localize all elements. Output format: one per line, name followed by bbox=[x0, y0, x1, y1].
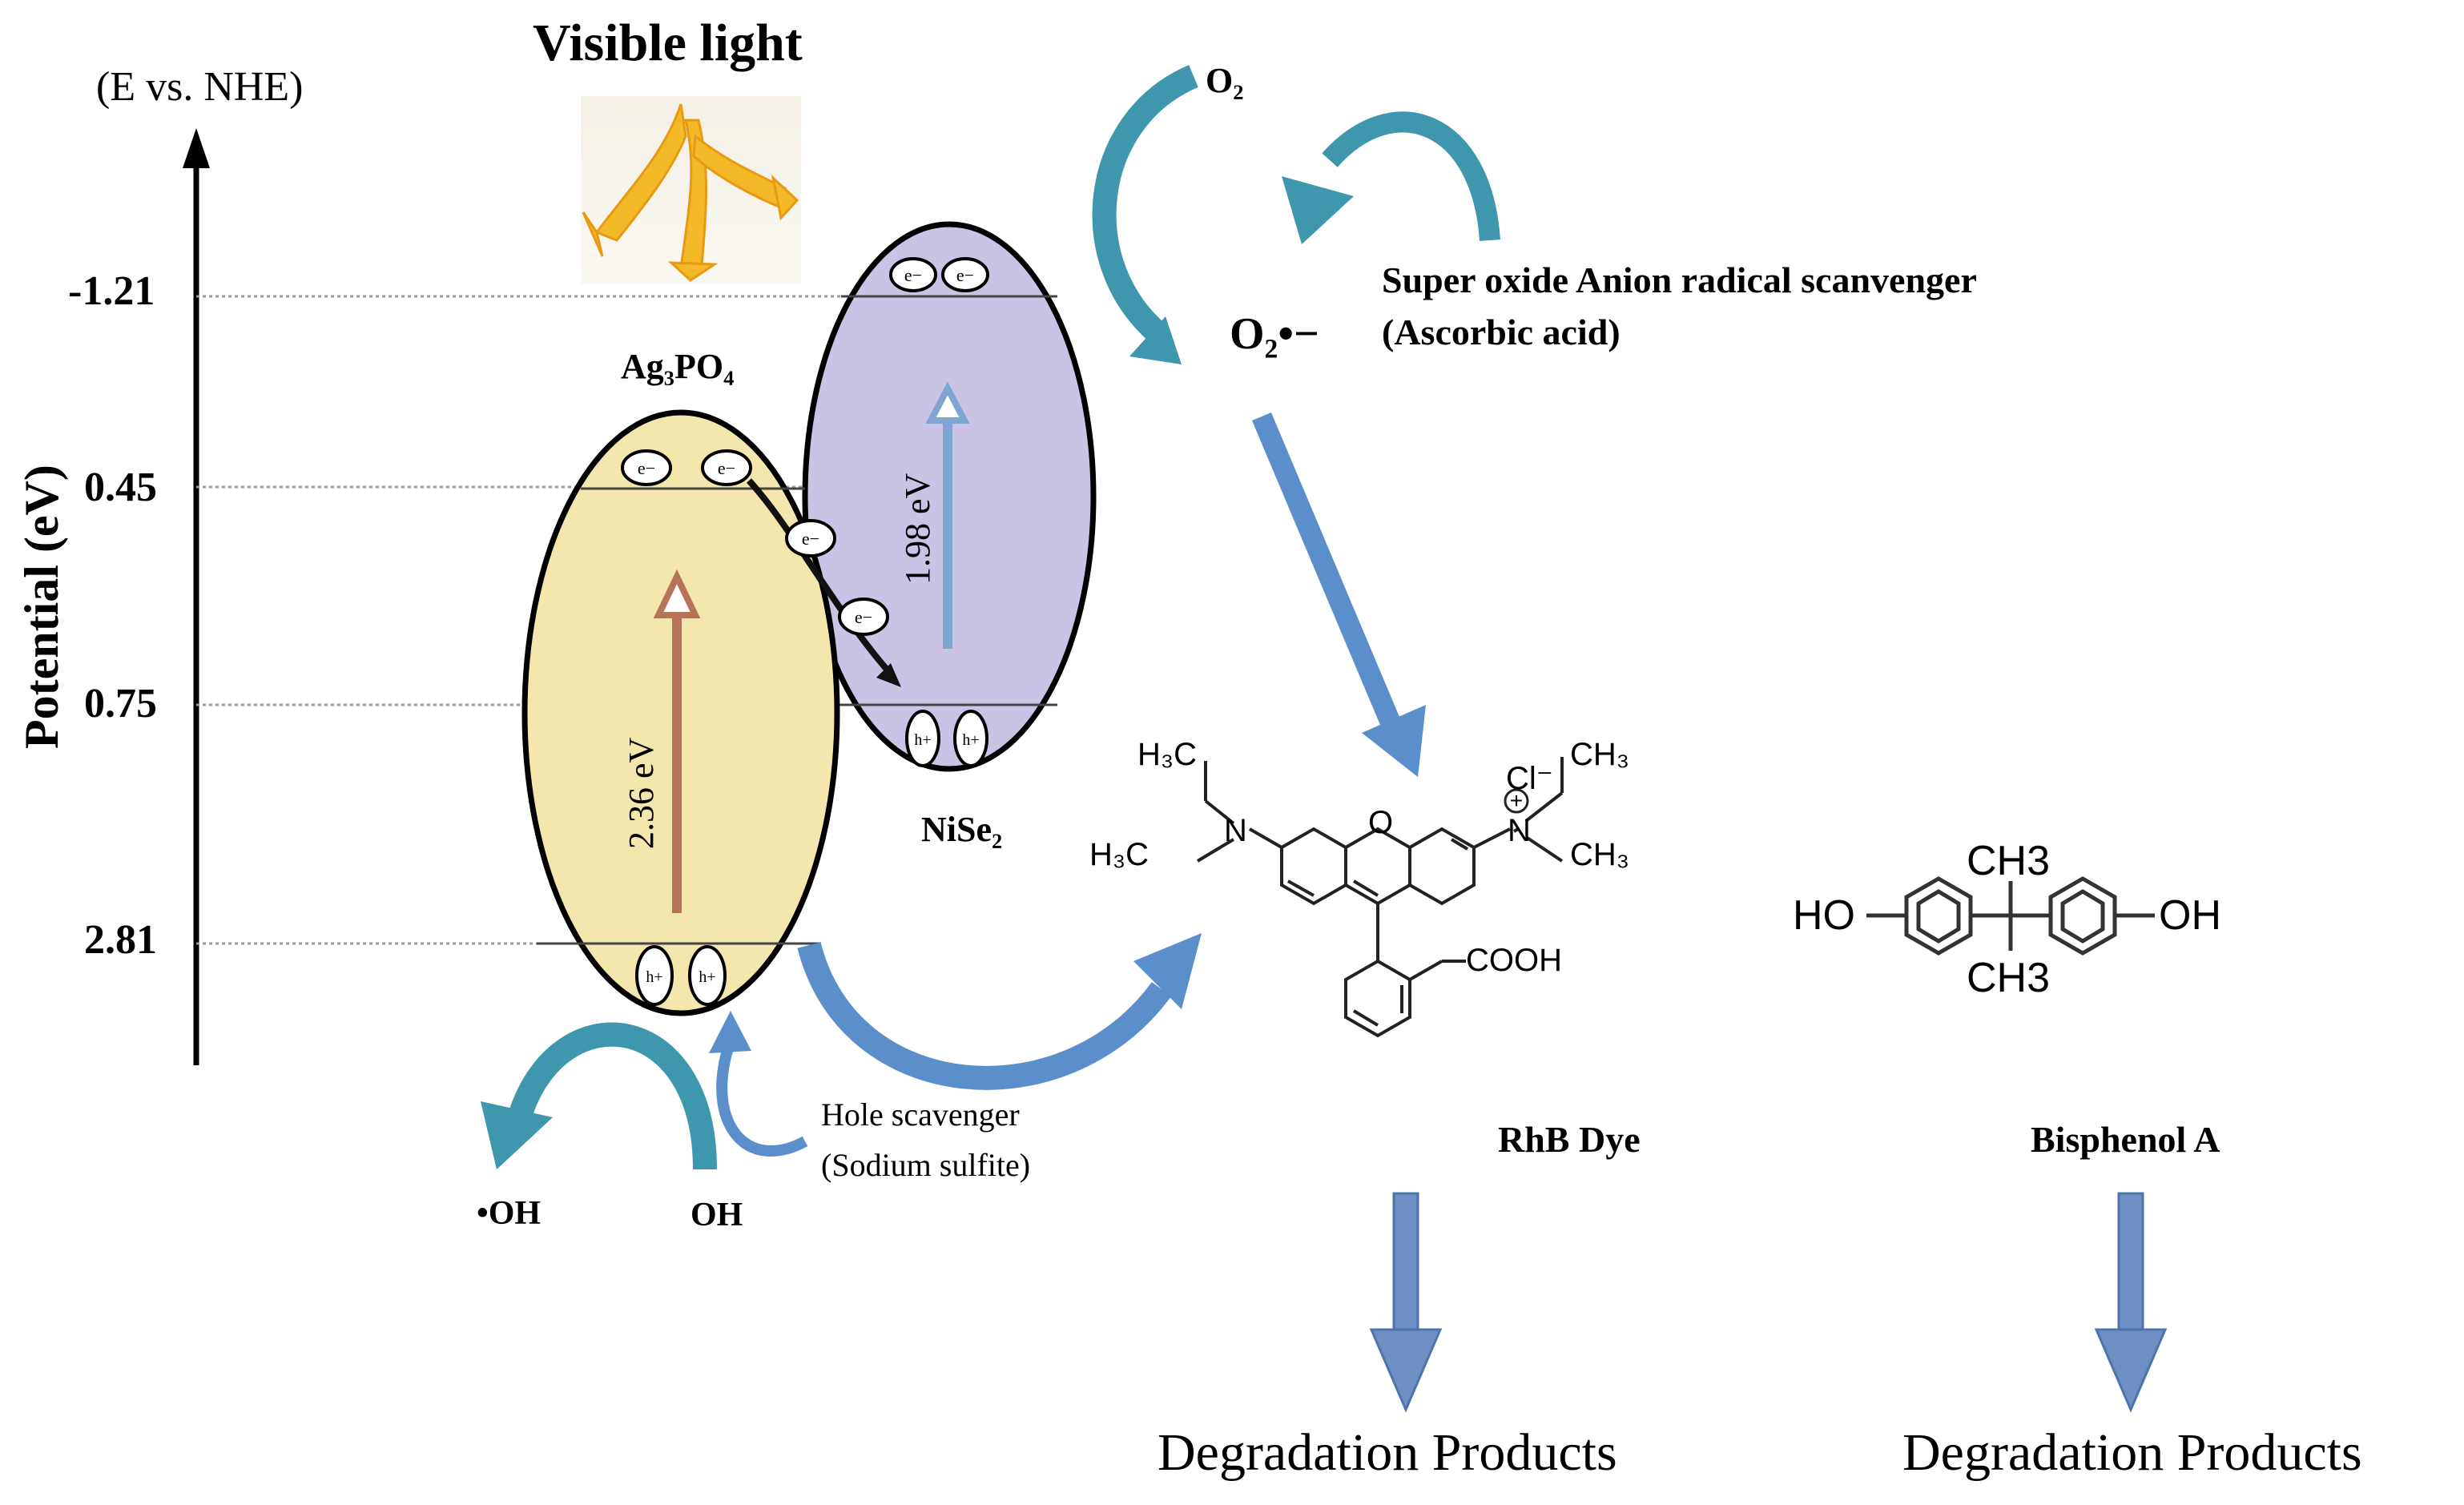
hydroxide-label: OH bbox=[690, 1197, 743, 1233]
nise2-excitation-arrow bbox=[925, 381, 970, 649]
nise2-hole-1: h+ bbox=[914, 731, 931, 749]
rhb-structure bbox=[1196, 757, 1564, 1038]
rhb-label: RhB Dye bbox=[1498, 1119, 1641, 1160]
superoxide-attack-arrow-icon bbox=[1362, 705, 1426, 777]
superoxide-label: O₂•− bbox=[1230, 309, 1319, 359]
degradation-arrows bbox=[1369, 1192, 2168, 1413]
hole-scavenger-line2: (Sodium sulfite) bbox=[821, 1147, 1030, 1183]
ag3po4-excitation-arrow bbox=[653, 569, 701, 913]
hole-attack-arrow-head-icon bbox=[1133, 933, 1202, 1009]
nise2-electron-1: e− bbox=[904, 265, 922, 285]
rhb-ch3-d: CH₃ bbox=[1570, 837, 1629, 872]
bpa-ch3-top: CH3 bbox=[1967, 838, 2050, 884]
bpa-labels: HO OH CH3 CH3 Bisphenol A bbox=[1793, 838, 2221, 1160]
tick-label-0-75: 0.75 bbox=[84, 681, 157, 726]
rhb-n-left: N bbox=[1224, 813, 1247, 848]
nise2-hole-2: h+ bbox=[962, 731, 979, 749]
ag3po4-name: Ag₃PO₄ bbox=[621, 347, 734, 386]
hole-scavenger-arrow-head-icon bbox=[709, 1011, 751, 1053]
ag3po4-hole-1: h+ bbox=[646, 968, 662, 986]
nise2-cb-electrons: e− e− bbox=[889, 257, 989, 292]
ag3po4-particle: e− e− h+ h+ 2.36 eV Ag₃PO₄ bbox=[521, 347, 840, 1016]
hydroxyl-pathway: •OH OH Hole scavenger (Sodium sulfite) bbox=[477, 933, 1202, 1233]
rhb-degradation-products: Degradation Products bbox=[1158, 1423, 1617, 1482]
ag3po4-electron-2: e− bbox=[718, 458, 735, 478]
rhb-n-right: N bbox=[1508, 813, 1531, 848]
nise2-electron-2: e− bbox=[956, 265, 974, 285]
nise2-bandgap: 1.98 eV bbox=[898, 473, 937, 585]
rhb-chloride: Cl⁻ bbox=[1506, 761, 1553, 796]
ag3po4-vb-holes: h+ h+ bbox=[635, 945, 727, 1006]
transfer-electron-2: e− bbox=[855, 607, 872, 627]
axis-units: (E vs. NHE) bbox=[96, 64, 304, 110]
bpa-structure bbox=[1866, 876, 2155, 956]
bpa-degradation-products: Degradation Products bbox=[1902, 1423, 2362, 1482]
rhb-degradation-arrow-icon bbox=[1369, 1328, 1443, 1413]
ascorbic-scavenger-line2: (Ascorbic acid) bbox=[1382, 312, 1621, 352]
hole-scavenger-line1: Hole scavenger bbox=[821, 1097, 1020, 1133]
rhb-charge: + bbox=[1510, 788, 1523, 813]
hydroxyl-arrow-head-icon bbox=[481, 1101, 553, 1169]
light-rays-icon bbox=[582, 103, 799, 282]
tick-label-0-45: 0.45 bbox=[84, 465, 157, 510]
ag3po4-bandgap: 2.36 eV bbox=[622, 737, 661, 849]
nise2-vb-holes: h+ h+ bbox=[905, 710, 988, 767]
visible-light: Visible light bbox=[533, 14, 803, 284]
hole-scavenger-arrow bbox=[716, 1043, 808, 1157]
electron-transfer: e− e− bbox=[747, 478, 901, 687]
ag3po4-electron-1: e− bbox=[638, 458, 655, 478]
rhb-cooh: COOH bbox=[1466, 943, 1562, 978]
ag3po4-cb-electrons: e− e− bbox=[621, 449, 752, 486]
hydroxyl-oxidation-arrow bbox=[509, 1022, 717, 1170]
bpa-ho: HO bbox=[1793, 892, 1855, 939]
ascorbic-scavenger-line1: Super oxide Anion radical scanvenger bbox=[1382, 260, 1977, 300]
bpa-degradation-arrow-icon bbox=[2094, 1328, 2168, 1413]
transfer-electron-1: e− bbox=[802, 529, 819, 549]
bpa-ch3-bottom: CH3 bbox=[1967, 955, 2050, 1001]
superoxide-pathway: O₂ O₂•− Super oxide Anion radical scanve… bbox=[1092, 61, 1977, 777]
bpa-oh: OH bbox=[2159, 892, 2221, 939]
hole-attack-arrow bbox=[797, 942, 1172, 1090]
hydroxyl-radical-label: •OH bbox=[477, 1195, 541, 1232]
axis-title: Potential (eV) bbox=[15, 465, 68, 749]
ag3po4-hole-2: h+ bbox=[699, 968, 715, 986]
o2-reduction-arrow bbox=[1092, 65, 1199, 346]
o2-reduction-arrow-head-icon bbox=[1129, 316, 1182, 364]
transfer-arrow-icon bbox=[876, 663, 901, 687]
tick-label-neg1-21: -1.21 bbox=[68, 268, 155, 314]
rhb-ch3-b: H₃C bbox=[1089, 837, 1149, 872]
rhb-labels: H₃C H₃C N O N + Cl⁻ CH₃ CH₃ COOH RhB Dye bbox=[1089, 737, 1641, 1160]
tick-label-2-81: 2.81 bbox=[84, 917, 157, 963]
axis-arrow-icon bbox=[183, 128, 210, 168]
nise2-name: NiSe₂ bbox=[921, 810, 1002, 849]
bpa-label: Bisphenol A bbox=[2031, 1119, 2220, 1160]
ascorbic-arrow-head-icon bbox=[1282, 176, 1354, 244]
nise2-particle: e− e− h+ h+ 1.98 eV NiSe₂ bbox=[802, 221, 1097, 849]
rhb-oxygen: O bbox=[1368, 805, 1393, 840]
rhb-ch3-a: H₃C bbox=[1137, 737, 1197, 772]
rhb-ch3-c: CH₃ bbox=[1570, 737, 1629, 772]
ascorbic-scavenger-arrow bbox=[1322, 111, 1500, 241]
visible-light-label: Visible light bbox=[533, 14, 803, 72]
energy-axis: (E vs. NHE) Potential (eV) -1.21 0.45 0.… bbox=[15, 64, 304, 1065]
o2-label: O₂ bbox=[1206, 61, 1243, 100]
